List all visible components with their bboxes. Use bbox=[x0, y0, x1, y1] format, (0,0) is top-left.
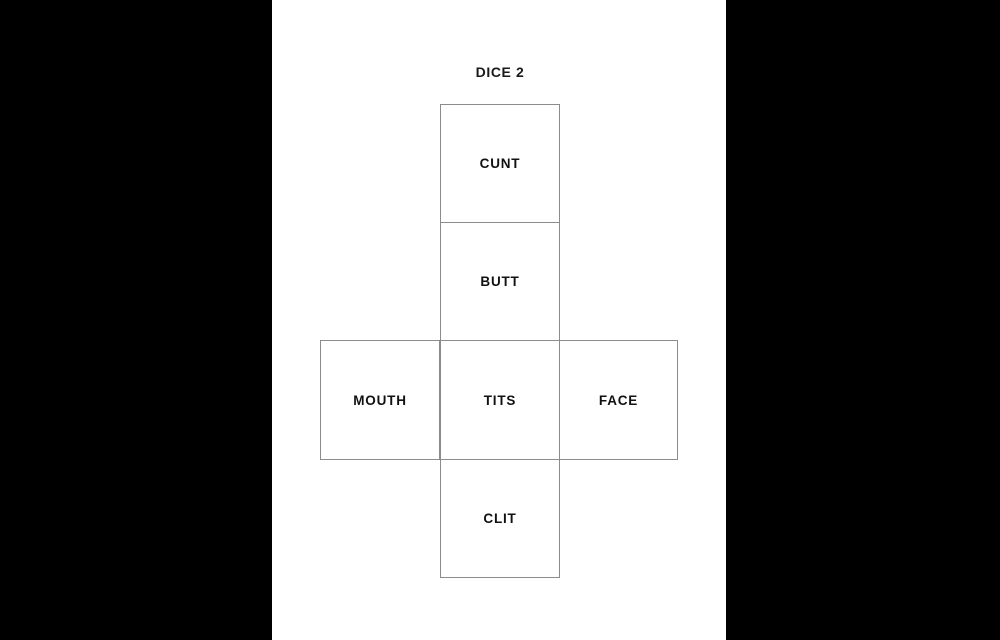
dice-face-left[interactable]: MOUTH bbox=[320, 340, 440, 460]
dice-face-label: CLIT bbox=[483, 511, 517, 526]
dice-net: CUNT BUTT MOUTH TITS FACE CLIT bbox=[320, 104, 678, 578]
dice-face-right[interactable]: FACE bbox=[559, 340, 678, 460]
dice-face-upper-middle[interactable]: BUTT bbox=[440, 222, 560, 341]
dice-face-label: BUTT bbox=[480, 274, 520, 289]
page-title: DICE 2 bbox=[272, 64, 728, 80]
dice-face-label: MOUTH bbox=[353, 392, 407, 408]
page-title-text: DICE 2 bbox=[475, 64, 525, 80]
dice-face-top[interactable]: CUNT bbox=[440, 104, 560, 223]
dice-face-label: FACE bbox=[598, 392, 639, 408]
dice-face-label: TITS bbox=[483, 392, 517, 408]
dice-face-center[interactable]: TITS bbox=[440, 340, 560, 460]
dice-face-bottom[interactable]: CLIT bbox=[440, 459, 560, 578]
dice-template-page: DICE 2 CUNT BUTT MOUTH TITS FACE CLIT bbox=[272, 0, 726, 640]
dice-face-label: CUNT bbox=[479, 156, 521, 171]
